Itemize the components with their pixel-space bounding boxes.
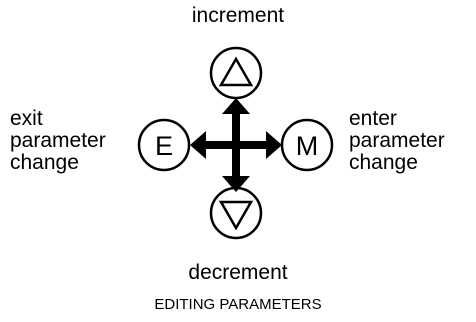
up-button[interactable]	[209, 46, 263, 100]
exit-label-line-2: parameter	[10, 129, 106, 152]
exit-button[interactable]: E	[137, 118, 191, 172]
enter-parameter-change-label: enter parameter change	[349, 108, 445, 174]
diagram-caption: EDITING PARAMETERS	[154, 296, 322, 313]
enter-label-line-3: change	[349, 151, 418, 174]
down-button[interactable]	[209, 186, 263, 240]
four-way-arrow-icon	[190, 98, 282, 192]
arrow-right-head	[266, 131, 282, 159]
arrow-up-head	[222, 98, 250, 114]
triangle-down-icon	[218, 200, 254, 231]
decrement-label: decrement	[188, 261, 288, 284]
up-button-circle	[209, 46, 263, 100]
arrow-down-head	[222, 176, 250, 192]
exit-label-line-1: exit	[10, 107, 43, 130]
increment-label: increment	[191, 4, 285, 27]
enter-button[interactable]: M	[280, 118, 334, 172]
exit-parameter-change-label: exit parameter change	[10, 108, 106, 174]
enter-label-line-2: parameter	[349, 129, 445, 152]
M-key: M	[296, 131, 319, 161]
exit-label-line-3: change	[10, 151, 79, 174]
E-key: E	[155, 131, 173, 161]
enter-label-line-1: enter	[349, 107, 397, 130]
exit-button-circle	[137, 118, 191, 172]
arrow-left-head	[190, 131, 206, 159]
triangle-up-icon	[218, 56, 254, 87]
